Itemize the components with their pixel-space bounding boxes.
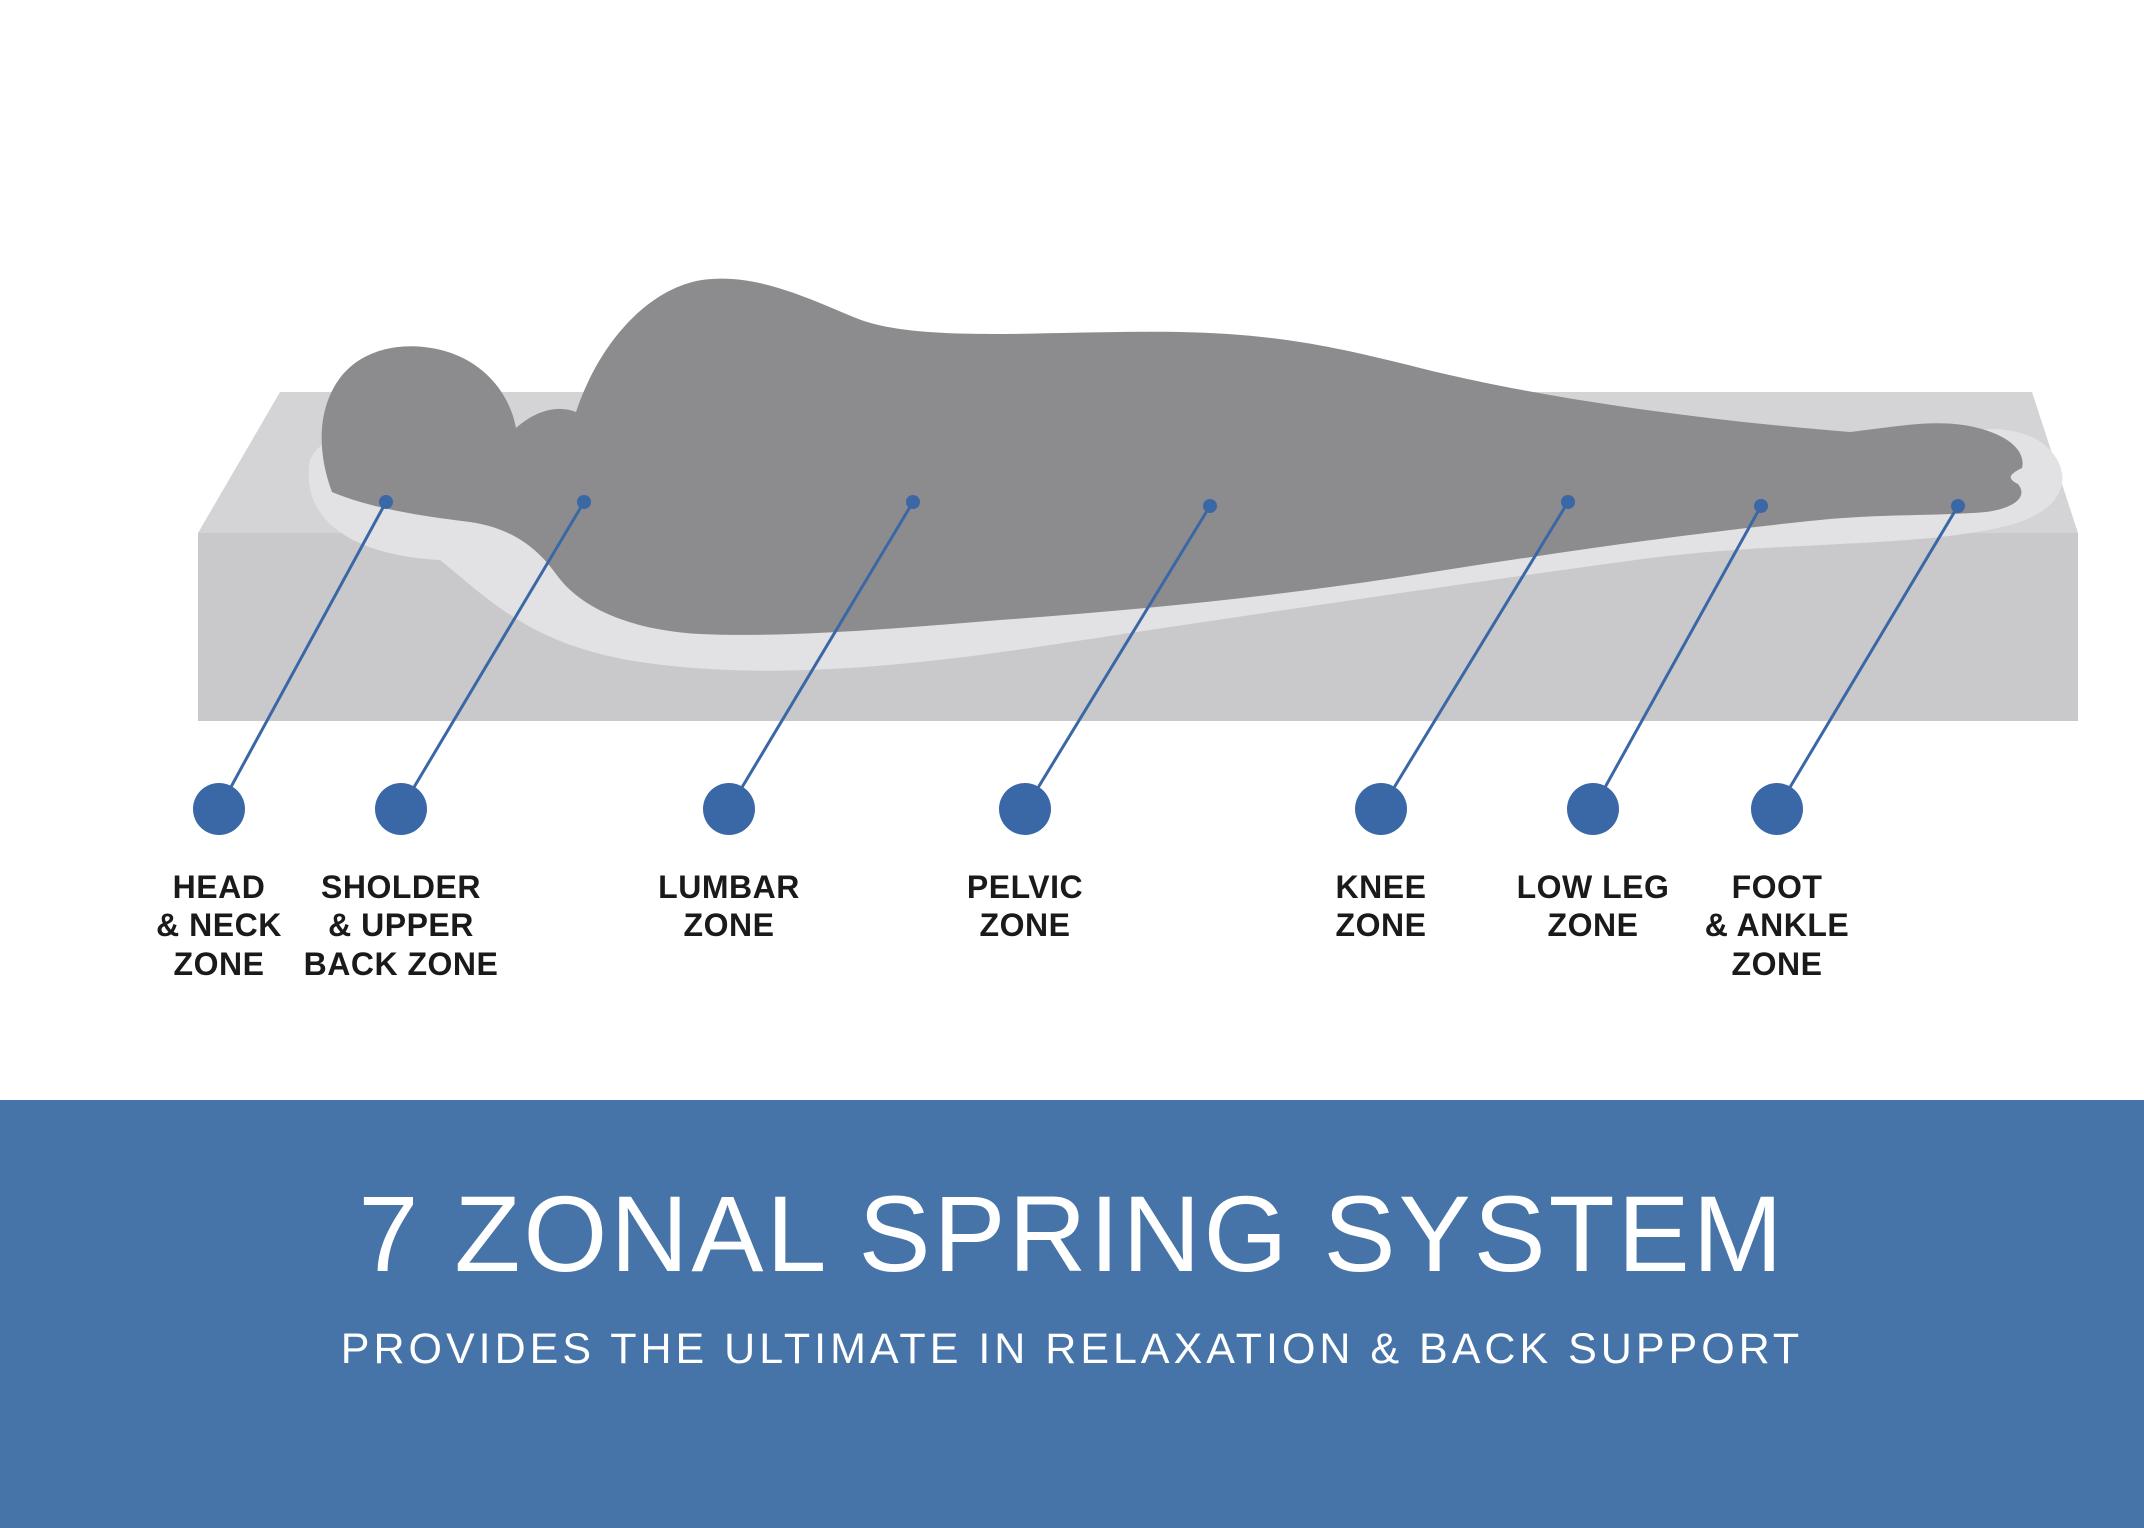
zone-label-low-leg: LOW LEG ZONE <box>1516 869 1670 944</box>
mattress-illustration <box>193 278 2078 835</box>
zone-anchor-dot <box>1561 495 1575 509</box>
zone-label-pelvic: PELVIC ZONE <box>966 869 1084 944</box>
zone-marker-dot <box>999 783 1051 835</box>
zone-connector-lumbar <box>703 495 920 835</box>
zone-marker-dot <box>1567 783 1619 835</box>
banner-subtitle: PROVIDES THE ULTIMATE IN RELAXATION & BA… <box>340 1325 1804 1374</box>
zone-label-shoulder-upper-back: SHOLDER & UPPER BACK ZONE <box>303 869 499 982</box>
zone-anchor-dot <box>1951 499 1965 513</box>
zone-label-knee: KNEE ZONE <box>1335 869 1427 944</box>
zone-marker-dot <box>375 783 427 835</box>
zone-marker-dot <box>1355 783 1407 835</box>
zone-marker-dot <box>703 783 755 835</box>
zone-label-head-neck: HEAD & NECK ZONE <box>156 869 282 982</box>
zone-connector-foot-ankle <box>1751 499 1965 835</box>
zone-connector-low-leg <box>1567 499 1768 835</box>
zone-anchor-dot <box>379 495 393 509</box>
zone-anchor-dot <box>1203 499 1217 513</box>
banner: 7 ZONAL SPRING SYSTEM PROVIDES THE ULTIM… <box>0 1100 2144 1528</box>
zone-anchor-dot <box>577 495 591 509</box>
banner-title: 7 ZONAL SPRING SYSTEM <box>358 1173 1786 1294</box>
zone-connector-pelvic <box>999 499 1217 835</box>
zone-connector-shoulder-upper-back <box>375 495 591 835</box>
zone-marker-dot <box>193 783 245 835</box>
zone-marker-dot <box>1751 783 1803 835</box>
zone-label-lumbar: LUMBAR ZONE <box>658 869 800 944</box>
zone-anchor-dot <box>1754 499 1768 513</box>
zone-connector-knee <box>1355 495 1575 835</box>
zone-label-foot-ankle: FOOT & ANKLE ZONE <box>1704 869 1850 982</box>
person-silhouette <box>321 278 2023 635</box>
zone-anchor-dot <box>906 495 920 509</box>
zone-connector-head-neck <box>193 495 393 835</box>
